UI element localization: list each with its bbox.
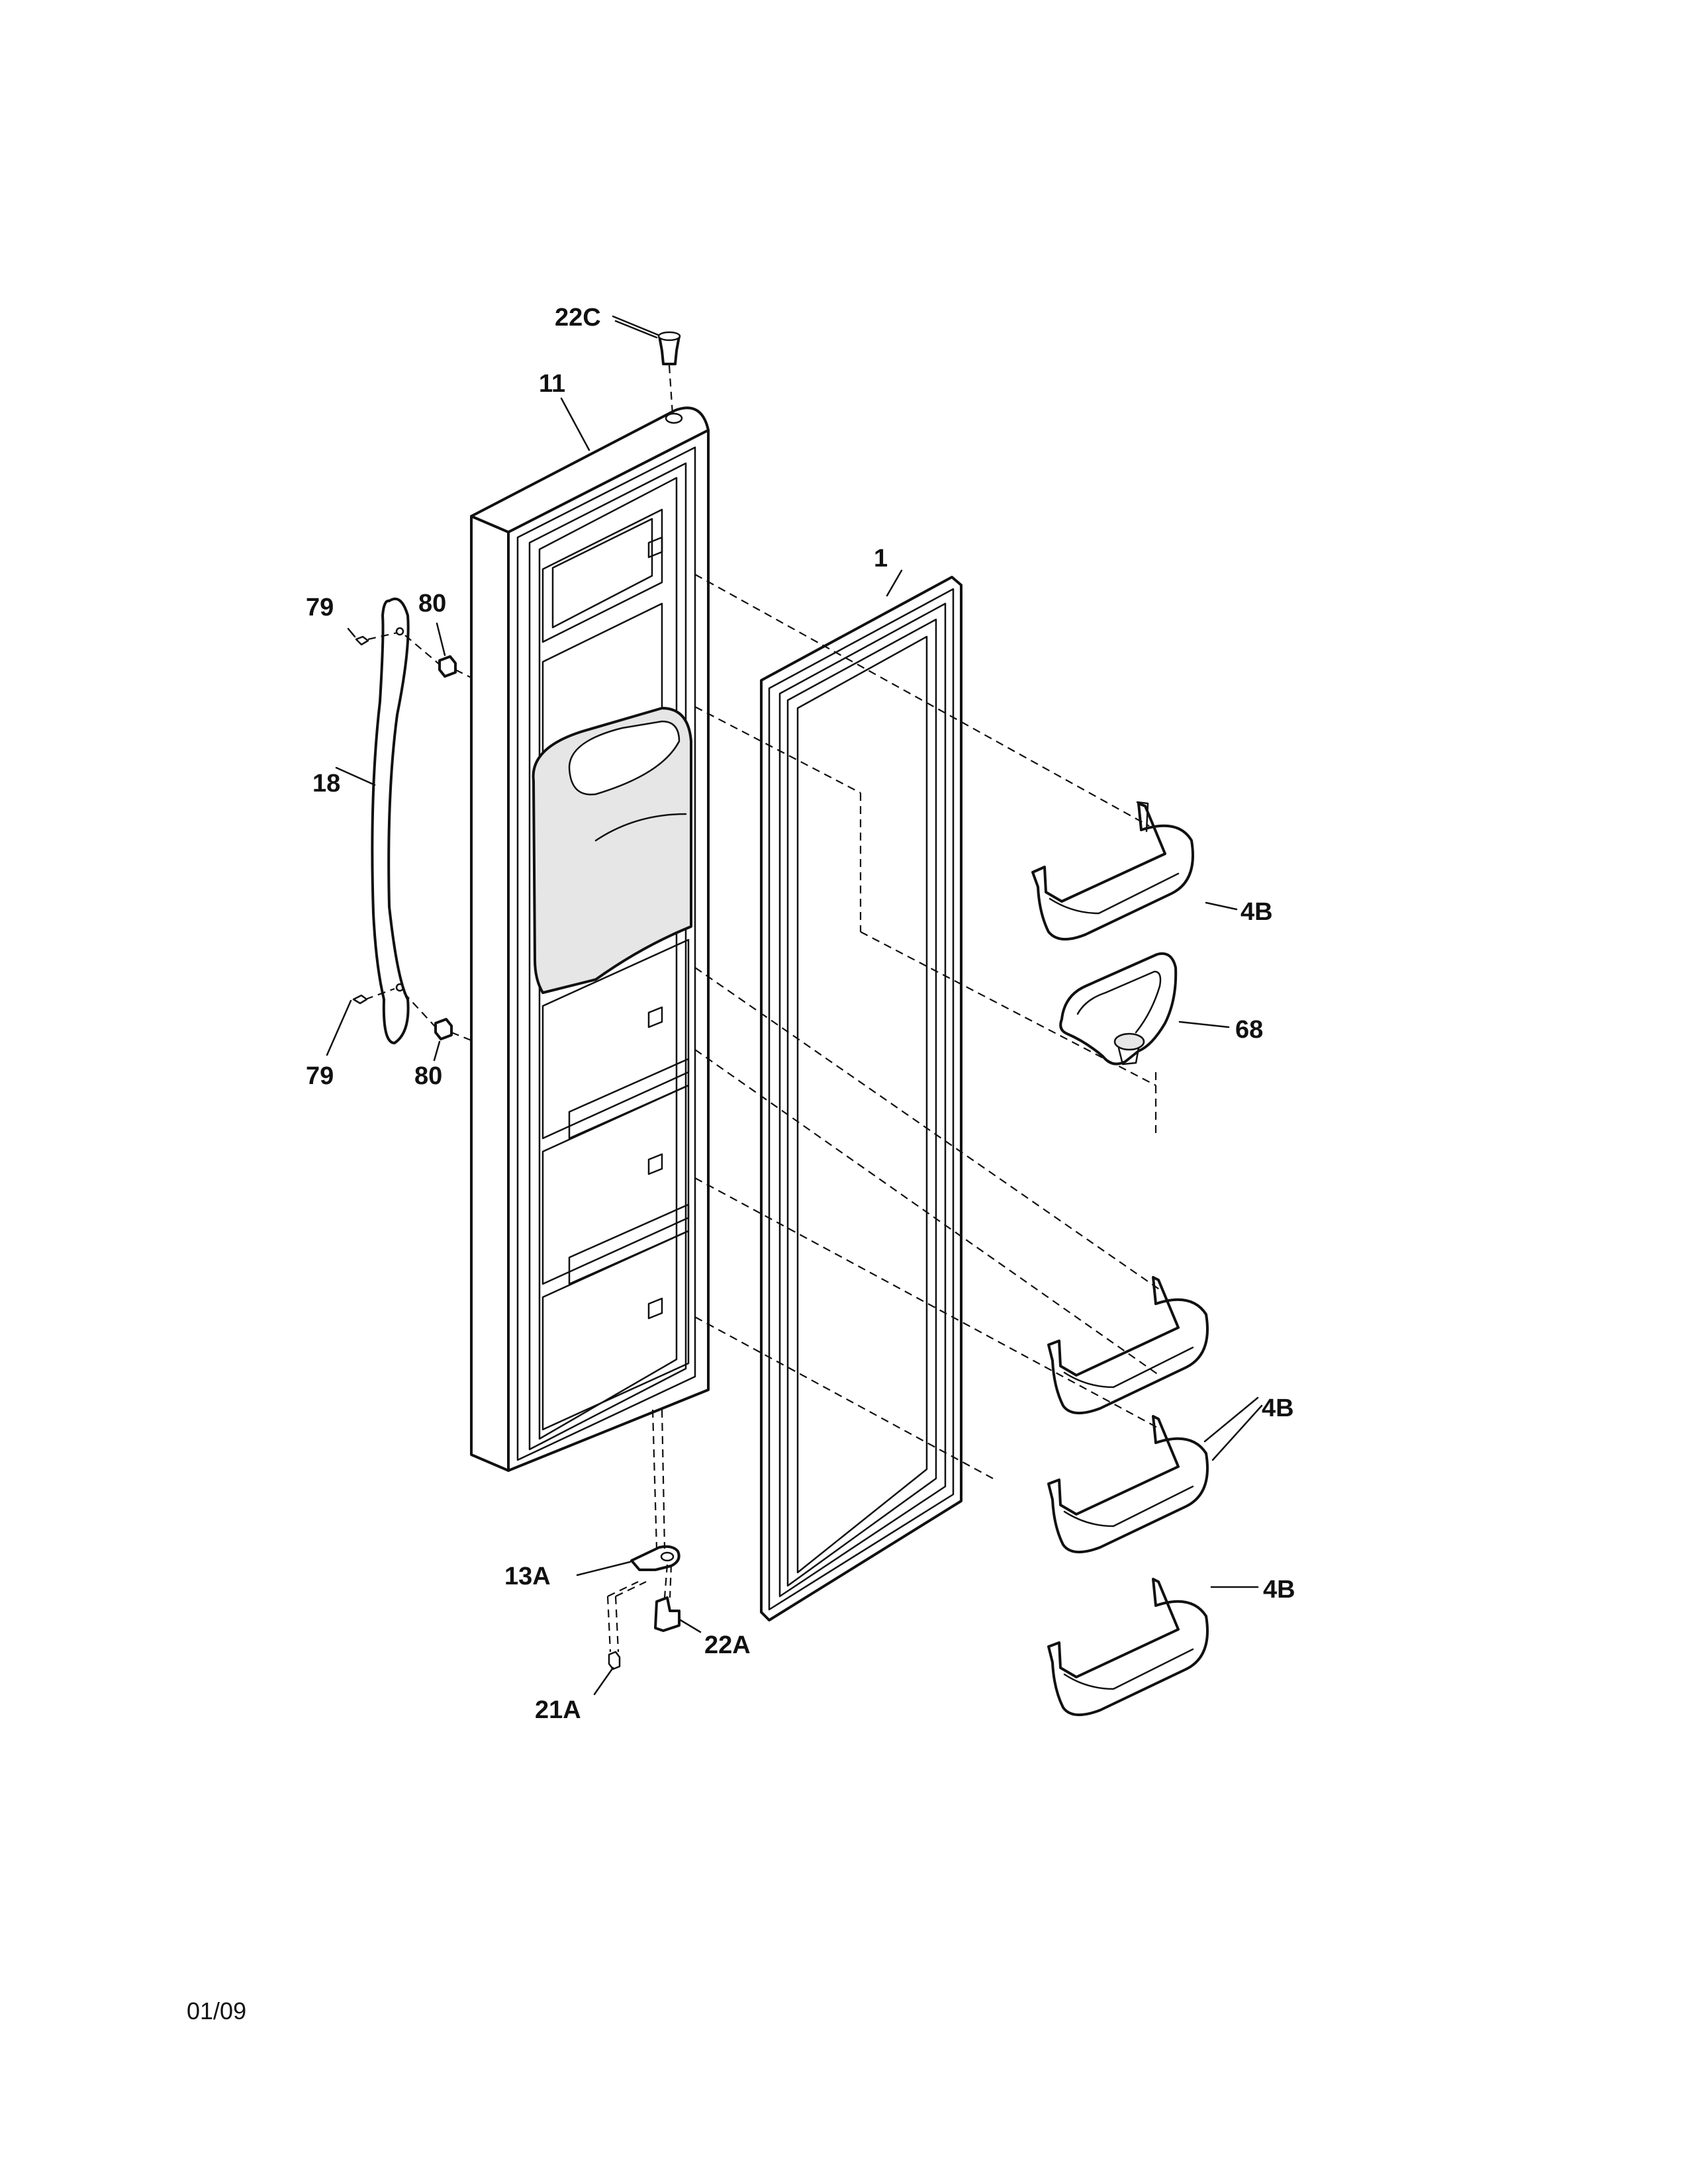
stop-nut-icon — [403, 622, 472, 1062]
screw-icon — [326, 627, 398, 1056]
bushing-icon — [614, 320, 681, 415]
label-4B-bottom: 4B — [1263, 1576, 1295, 1604]
door-bin-icon — [1031, 801, 1263, 1717]
label-4B-middle: 4B — [1262, 1394, 1294, 1422]
door-panel-icon — [470, 406, 710, 1472]
label-18: 18 — [312, 770, 340, 797]
label-11: 11 — [539, 370, 565, 398]
screw-icon — [593, 1581, 647, 1696]
door-handle-icon — [335, 597, 410, 1044]
ice-chute-funnel-icon — [1059, 952, 1230, 1066]
hinge-bracket-icon — [576, 1545, 680, 1576]
assembly-leader-lines — [694, 574, 1162, 1479]
hinge-pin-icon — [651, 1409, 702, 1633]
label-4B-top: 4B — [1241, 898, 1273, 926]
label-80-top: 80 — [418, 590, 446, 617]
label-22C: 22C — [555, 304, 601, 332]
label-68: 68 — [1235, 1016, 1263, 1044]
label-22A: 22A — [704, 1631, 751, 1659]
label-79-bottom: 79 — [306, 1062, 334, 1090]
label-80-bottom: 80 — [414, 1062, 442, 1090]
label-79-top: 79 — [306, 594, 334, 621]
door-gasket-icon — [760, 569, 962, 1621]
label-13A: 13A — [504, 1563, 551, 1590]
label-1: 1 — [874, 545, 888, 572]
date-code: 01/09 — [187, 1997, 247, 2025]
label-21A: 21A — [535, 1696, 581, 1724]
